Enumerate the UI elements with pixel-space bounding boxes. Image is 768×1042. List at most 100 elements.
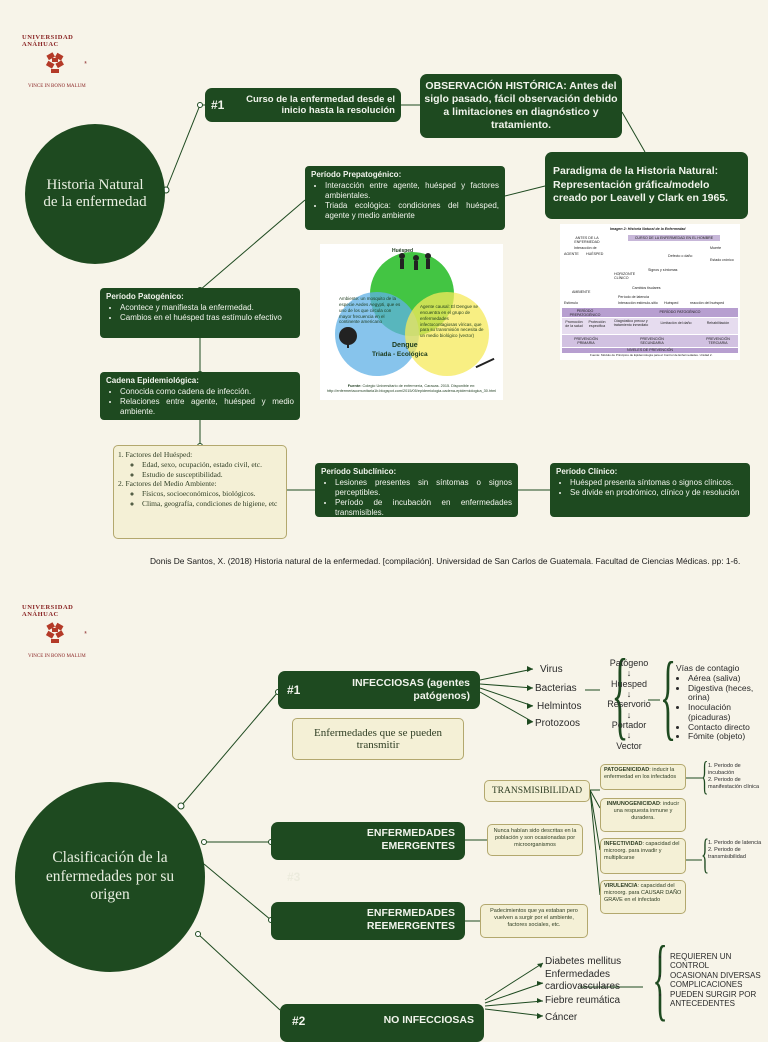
main-topic-circle: Historia Natural de la enfermedad [25, 124, 165, 264]
model-tertiary: PREVENCIÓN TERCIARIA [706, 337, 730, 346]
infectivity-item: Periodo de transmisibilidad [708, 847, 746, 861]
university-logo: UNIVERSIDAD ANÁHUAC VINCE IN BONO MALUM … [18, 30, 92, 96]
chain-reservoir: Reservorio [607, 699, 651, 710]
triad-center-subtitle: Triada - Ecológica [372, 351, 428, 358]
model-agent: AGENTE [564, 252, 579, 256]
host-factor-item: Estudio de susceptibilidad. [142, 470, 280, 480]
pathogenicity-term: PATOGENICIDAD [604, 767, 650, 773]
model-latency: Período de latencia [618, 295, 649, 299]
pathogenic-period-box: Período Patogénico: Acontece y manifiest… [100, 288, 300, 338]
route-item: Fómite (objeto) [688, 732, 766, 742]
model-course: CURSO DE LA ENFERMEDAD EN EL HOMBRE [628, 235, 720, 241]
route-item: Contacto directo [688, 722, 766, 733]
subclinical-item: Período de incubación en enfermedades tr… [335, 498, 512, 518]
model-host2: Huésped [664, 301, 679, 305]
model-primary: PREVENCIÓN PRIMARIA [574, 337, 598, 346]
prepathogenic-item: Triada ecológica: condiciones del huéspe… [325, 201, 499, 221]
chain-item: Conocida como cadena de infección. [120, 387, 294, 397]
pathogenicity-item: Periodo de manifestación clínica [708, 777, 760, 791]
routes-title: Vías de contagio [676, 663, 740, 673]
model-disability: Defecto o daño [668, 254, 693, 258]
arrow-down-icon: ↓ [626, 668, 632, 679]
host-factor-item: Edad, sexo, ocupación, estado civil, etc… [142, 460, 280, 470]
arrow-down-icon: ↓ [626, 709, 632, 720]
model-horizon: HORIZONTE CLÍNICO [614, 272, 636, 281]
model-pathogenic: PERÍODO PATOGÉNICO [659, 310, 701, 314]
transmissibility-box: TRANSMISIBILIDAD [484, 780, 590, 802]
model-environment: AMBIENTE [572, 290, 591, 294]
classification-title: Clasificación de la enfermedades por su … [45, 849, 175, 904]
pathogenic-item: Acontece y manifiesta la enfermedad. [120, 303, 294, 313]
agent-protozoa: Protozoos [535, 718, 581, 729]
model-levels: NIVELES DE PREVENCIÓN [562, 348, 738, 353]
logo-emblem-icon [45, 622, 64, 643]
university-logo-2: UNIVERSIDAD ANÁHUAC VINCE IN BONO MALUM … [18, 600, 92, 666]
agent-virus: Virus [540, 664, 563, 675]
triad-source: Fuente: Colegio Universitario de enferme… [326, 384, 497, 393]
natural-history-paradigm-box: Paradigma de la Historia Natural: Repres… [545, 152, 748, 219]
infection-chain: Patógeno ↓ Huesped ↓ Reservorio ↓ Portad… [606, 658, 652, 751]
logo-motto: VINCE IN BONO MALUM [28, 654, 86, 659]
natural-history-model-image: Imagen 2: Historia Natural de la Enferme… [560, 224, 740, 360]
triad-agent-text: Agente causal: El Dengue se encuentra en… [420, 304, 484, 339]
logo-registered-mark: ® [84, 60, 87, 65]
trait-item: PUEDEN SURGIR POR ANTECEDENTES [670, 990, 764, 1009]
immunogenicity-box: INMUNOGENICIDAD: inducir una respuesta i… [600, 798, 686, 832]
virulence-box: VIRULENCIA: capacidad del microorg. para… [600, 880, 686, 914]
arrow-down-icon: ↓ [626, 730, 632, 741]
non-infectious-traits: REQUIEREN UN CONTROL OCASIONAN DIVERSAS … [658, 952, 764, 1009]
contagion-routes: Vías de contagio Aérea (saliva) Digestiv… [676, 663, 766, 742]
model-caption: Imagen 2: Historia Natural de la Enferme… [610, 227, 686, 231]
model-rehab: Rehabilitación [706, 321, 730, 325]
infectivity-text: : capacidad del microorg. para invadir y… [604, 841, 680, 862]
non-infectious-number: #2 [292, 1014, 306, 1028]
pathogenic-item: Cambios en el huésped tras estímulo efec… [120, 313, 294, 323]
emerging-box: ENFERMEDADES EMERGENTES [271, 822, 465, 860]
model-reaction: reacción del huésped [690, 301, 725, 305]
infectivity-term: INFECTIVIDAD [604, 841, 643, 847]
transmissible-box: Enfermedades que se pueden transmitir [292, 718, 464, 760]
brace-routes-icon: { [659, 642, 677, 749]
main-topic-title: Historia Natural de la enfermedad [43, 176, 147, 210]
model-stimulus: Estímulo [564, 301, 578, 305]
model-death: Muerte [710, 246, 722, 250]
logo-registered-mark: ® [84, 630, 87, 635]
emerging-label: ENFERMEDADES EMERGENTES [366, 827, 455, 853]
disease-rheumatic-fever: Fiebre reumática [545, 995, 621, 1006]
model-protection: Protección específica [588, 320, 606, 329]
historical-observation-box: OBSERVACIÓN HISTÓRICA: Antes del siglo p… [420, 74, 622, 138]
immunogenicity-term: INMUNOGENICIDAD [606, 801, 660, 807]
triad-venn-diagram [335, 252, 495, 376]
environment-factor-item: Físicos, socioeconómicos, biológicos. [142, 489, 280, 499]
clinical-title: Período Clínico: [556, 467, 618, 476]
reemerging-label: ENFERMEDADES REEMERGENTES [366, 907, 455, 933]
ecological-triad-image: Huésped Ambiente: un mosquito de la espe… [320, 244, 503, 400]
course-text: Curso de la enfermedad desde el inicio h… [246, 93, 395, 116]
course-number: #1 [211, 98, 225, 112]
virulence-term: VIRULENCIA [604, 883, 638, 889]
factors-box: 1. Factores del Huésped: Edad, sexo, ocu… [113, 445, 287, 539]
reemerging-box: ENFERMEDADES REEMERGENTES [271, 902, 465, 940]
subclinical-title: Período Subclínico: [321, 467, 397, 476]
pathogenic-title: Período Patogénico: [106, 292, 184, 301]
triad-source-url: http://enfermeriacomunitaria1b.blogspot.… [326, 388, 497, 393]
brace-pathogenicity-icon: { [700, 753, 709, 798]
chain-carrier: Portador [611, 720, 647, 731]
paradigm-text: Paradigma de la Historia Natural: Repres… [553, 165, 729, 205]
reemerging-description: Padecimientos que ya estaban pero vuelve… [480, 904, 588, 938]
model-before: ANTES DE LA ENFERMEDAD [574, 236, 600, 245]
route-item: Aérea (saliva) [688, 673, 766, 684]
chain-host: Huesped [610, 678, 648, 689]
bibliographic-reference: Donis De Santos, X. (2018) Historia natu… [150, 556, 741, 566]
route-item: Inoculación (picaduras) [688, 702, 766, 723]
pathogenicity-box: PATOGENICIDAD: inducir la enfermedad en … [600, 764, 686, 790]
triad-host-label: Huésped [392, 248, 414, 254]
chain-vector: Vector [616, 740, 642, 751]
clinical-period-box: Período Clínico: Huésped presenta síntom… [550, 463, 750, 517]
model-host: HUÉSPED [586, 252, 604, 256]
brace-left-icon: { [611, 638, 629, 749]
logo-motto: VINCE IN BONO MALUM [28, 84, 86, 89]
brace-infectivity-icon: { [701, 832, 710, 878]
model-secondary: PREVENCIÓN SECUNDARIA [640, 337, 664, 346]
